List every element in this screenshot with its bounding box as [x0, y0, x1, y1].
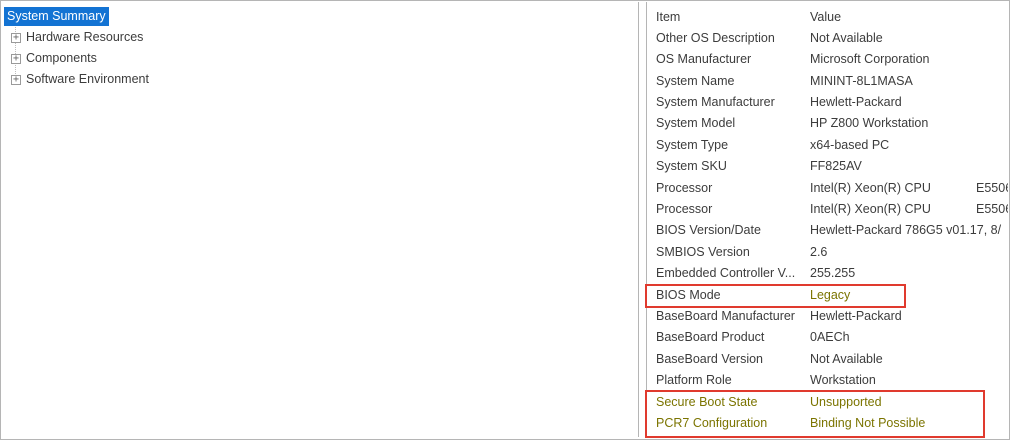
table-row[interactable]: System Model HP Z800 Workstation: [647, 113, 1008, 134]
item-cell: Embedded Controller V...: [656, 266, 796, 281]
value-cell: Microsoft Corporation: [810, 52, 930, 67]
expand-plus-icon[interactable]: +: [11, 74, 21, 85]
tree-item-software-environment[interactable]: + Software Environment: [2, 69, 638, 90]
value-cell: Binding Not Possible: [810, 415, 926, 430]
value-cell: MININT-8L1MASA: [810, 73, 913, 88]
value-cell: HP Z800 Workstation: [810, 116, 929, 131]
item-cell: OS Manufacturer: [656, 52, 752, 67]
value-cell: Hewlett-Packard: [810, 95, 902, 110]
tree-guide-line: [15, 23, 16, 80]
item-cell: System Model: [656, 116, 736, 131]
value-cell: Legacy: [810, 287, 851, 302]
value-cell: 255.255: [810, 266, 856, 281]
table-row[interactable]: System Manufacturer Hewlett-Packard: [647, 92, 1008, 113]
table-row[interactable]: BaseBoard Product 0AECh: [647, 327, 1008, 348]
value-cell: Not Available: [810, 30, 883, 45]
table-row[interactable]: Embedded Controller V... 255.255: [647, 263, 1008, 284]
item-cell: Platform Role: [656, 373, 732, 388]
table-header-row: Item Value: [647, 7, 1008, 28]
item-cell: BaseBoard Version: [656, 351, 764, 366]
item-cell: BIOS Version/Date: [656, 223, 761, 238]
item-cell: Secure Boot State: [656, 394, 758, 409]
item-cell: System Name: [656, 73, 735, 88]
category-tree: System Summary + Hardware Resources + Co…: [2, 2, 638, 90]
item-cell: Other OS Description: [656, 30, 775, 45]
tree-item-label[interactable]: Components: [26, 51, 97, 65]
value-cell: 2.6: [810, 244, 828, 259]
table-row-secure-boot-state[interactable]: Secure Boot State Unsupported: [647, 392, 1008, 413]
tree-item-label[interactable]: Software Environment: [26, 72, 149, 86]
value-cell: Intel(R) Xeon(R) CPU E5506: [810, 202, 1008, 217]
item-cell: PCR7 Configuration: [656, 415, 768, 430]
value-cell: 0AECh: [810, 330, 850, 345]
expand-plus-icon[interactable]: +: [11, 32, 21, 43]
table-row[interactable]: SMBIOS Version 2.6: [647, 242, 1008, 263]
value-cell: Hewlett-Packard: [810, 308, 902, 323]
item-cell: System SKU: [656, 159, 727, 174]
table-row[interactable]: BIOS Version/Date Hewlett-Packard 786G5 …: [647, 220, 1008, 241]
table-row[interactable]: OS Manufacturer Microsoft Corporation: [647, 49, 1008, 70]
details-table: Item Value Other OS Description Not Avai…: [647, 2, 1008, 434]
tree-item-system-summary[interactable]: System Summary: [2, 6, 638, 27]
table-row[interactable]: Other OS Description Not Available: [647, 28, 1008, 49]
item-cell: Processor: [656, 202, 713, 217]
item-cell: Processor: [656, 180, 713, 195]
table-row[interactable]: System Type x64-based PC: [647, 135, 1008, 156]
column-header-item[interactable]: Item: [656, 9, 681, 24]
tree-item-label-selected[interactable]: System Summary: [4, 7, 109, 26]
table-row-bios-mode[interactable]: BIOS Mode Legacy: [647, 285, 1008, 306]
table-row[interactable]: System Name MININT-8L1MASA: [647, 71, 1008, 92]
value-cell: Workstation: [810, 373, 876, 388]
tree-item-label[interactable]: Hardware Resources: [26, 30, 144, 44]
item-cell: BaseBoard Manufacturer: [656, 308, 795, 323]
item-cell: BIOS Mode: [656, 287, 721, 302]
table-row-pcr7-configuration[interactable]: PCR7 Configuration Binding Not Possible: [647, 413, 1008, 434]
item-cell: System Manufacturer: [656, 95, 775, 110]
table-row[interactable]: Platform Role Workstation: [647, 370, 1008, 391]
details-pane: Item Value Other OS Description Not Avai…: [646, 2, 1008, 437]
table-row[interactable]: Processor Intel(R) Xeon(R) CPU E5506: [647, 199, 1008, 220]
tree-item-components[interactable]: + Components: [2, 48, 638, 69]
value-cell: x64-based PC: [810, 137, 890, 152]
item-cell: SMBIOS Version: [656, 244, 750, 259]
table-row[interactable]: BaseBoard Manufacturer Hewlett-Packard: [647, 306, 1008, 327]
value-cell: Unsupported: [810, 394, 882, 409]
table-row[interactable]: BaseBoard Version Not Available: [647, 349, 1008, 370]
item-cell: BaseBoard Product: [656, 330, 765, 345]
value-cell: FF825AV: [810, 159, 862, 174]
value-cell: Not Available: [810, 351, 883, 366]
expand-plus-icon[interactable]: +: [11, 53, 21, 64]
value-cell: Intel(R) Xeon(R) CPU E5506: [810, 180, 1008, 195]
value-cell: Hewlett-Packard 786G5 v01.17, 8/: [810, 223, 1002, 238]
tree-item-hardware-resources[interactable]: + Hardware Resources: [2, 27, 638, 48]
table-row[interactable]: Processor Intel(R) Xeon(R) CPU E5506: [647, 178, 1008, 199]
category-tree-pane: System Summary + Hardware Resources + Co…: [2, 2, 639, 437]
column-header-value[interactable]: Value: [810, 9, 842, 24]
table-row[interactable]: System SKU FF825AV: [647, 156, 1008, 177]
item-cell: System Type: [656, 137, 729, 152]
